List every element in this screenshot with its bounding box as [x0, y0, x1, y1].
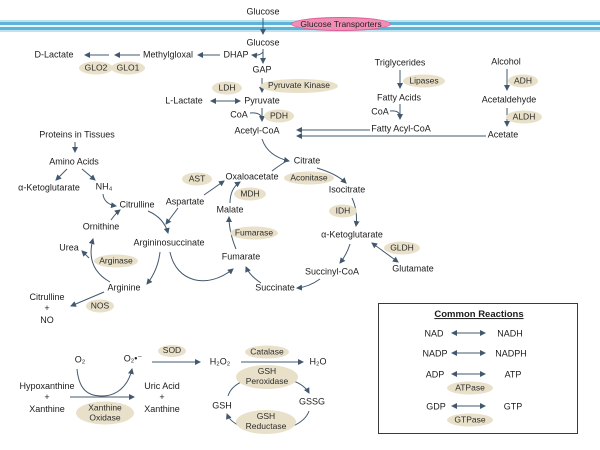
ldh-enzyme-oval: LDH	[212, 81, 242, 95]
xanthine-oxidase-enzyme-oval: Xanthine Oxidase	[76, 401, 134, 425]
water-label: H₂O	[309, 356, 327, 367]
pdh-enzyme-oval: PDH	[264, 109, 294, 123]
citrate-label: Citrate	[293, 155, 321, 166]
common-reaction-arrows	[451, 330, 486, 409]
isocitrate-label: Isocitrate	[328, 184, 366, 195]
nadph-label: NADPH	[495, 348, 527, 359]
common-reactions-title: Common Reactions	[434, 309, 524, 321]
mdh-enzyme-oval: MDH	[234, 187, 266, 201]
gldh-enzyme-oval: GLDH	[384, 241, 420, 255]
succinate-label: Succinate	[255, 282, 295, 293]
glucose-extracellular-label: Glucose	[246, 6, 280, 17]
fumarase-enzyme-oval: Fumarase	[230, 226, 278, 240]
adh-enzyme-oval: ADH	[508, 74, 538, 88]
fatty-acyl-coa-label: Fatty Acyl-CoA	[371, 123, 431, 134]
pyruvate-kinase-enzyme-oval: Pyruvate Kinase	[260, 79, 338, 93]
lipases-enzyme-oval: Lipases	[403, 74, 445, 88]
d-lactate-label: D-Lactate	[34, 49, 74, 60]
hypoxanthine-xanthine-label: Hypoxanthine + Xanthine	[19, 381, 75, 414]
glucose-transporters-oval: Glucose Transporters	[291, 17, 391, 31]
adp-label: ADP	[425, 369, 445, 380]
coa-glycolysis-label: CoA	[230, 109, 248, 120]
nos-enzyme-oval: NOS	[86, 299, 114, 313]
arginine-label: Arginine	[107, 282, 141, 293]
argininosuccinate-label: Argininosuccinate	[133, 237, 205, 248]
malate-label: Malate	[216, 204, 244, 215]
alpha-ketoglutarate-tca-label: α-Ketoglutarate	[321, 229, 383, 240]
alcohol-label: Alcohol	[491, 56, 521, 67]
atp-label: ATP	[504, 369, 522, 380]
ornithine-label: Ornithine	[82, 221, 120, 232]
pyruvate-label: Pyruvate	[244, 95, 280, 106]
aldh-enzyme-oval: ALDH	[506, 110, 542, 124]
nadh-label: NADH	[497, 328, 523, 339]
amino-acids-label: Amino Acids	[49, 156, 99, 167]
common-reactions-box: Common Reactions NAD NADH NADP NADPH ADP…	[378, 303, 578, 434]
fatty-acids-label: Fatty Acids	[376, 92, 422, 103]
urea-label: Urea	[59, 242, 79, 253]
aspartate-label: Aspartate	[165, 196, 205, 207]
gsh-label: GSH	[212, 400, 232, 411]
idh-enzyme-oval: IDH	[329, 204, 357, 218]
arginase-enzyme-oval: Arginase	[94, 254, 138, 268]
glucose-intracellular-label: Glucose	[246, 37, 280, 48]
succinyl-coa-label: Succinyl-CoA	[304, 266, 360, 277]
fumarate-label: Fumarate	[221, 251, 261, 262]
gap-label: GAP	[252, 64, 272, 75]
ammonium-label: NH₄	[95, 181, 113, 192]
acetyl-coa-label: Acetyl-CoA	[234, 125, 280, 136]
gdp-label: GDP	[426, 401, 446, 412]
coa-lipid-label: CoA	[371, 106, 389, 117]
citrulline-label: Citrulline	[119, 199, 155, 210]
alpha-ketoglutarate-left-label: α-Ketoglutarate	[18, 182, 80, 193]
l-lactate-label: L-Lactate	[165, 95, 203, 106]
glutamate-label: Glutamate	[392, 263, 434, 274]
gtp-label: GTP	[503, 401, 523, 412]
acetate-label: Acetate	[487, 129, 519, 140]
protein-arrows	[55, 142, 121, 221]
glo2-enzyme-oval: GLO2	[79, 61, 113, 75]
nadp-label: NADP	[422, 348, 448, 359]
citrulline-no-label: Citrulline + NO	[29, 292, 65, 325]
triglycerides-label: Triglycerides	[374, 57, 426, 68]
gsh-reductase-enzyme-oval: GSH Reductase	[236, 410, 296, 434]
urea-cycle-arrows	[70, 207, 234, 307]
glycolysis-arrows	[84, 18, 290, 163]
dhap-label: DHAP	[223, 49, 249, 60]
aconitase-enzyme-oval: Aconitase	[284, 171, 334, 185]
sod-enzyme-oval: SOD	[158, 345, 186, 357]
gtpase-enzyme-oval: GTPase	[447, 413, 493, 427]
nad-label: NAD	[424, 328, 444, 339]
superoxide-label: O₂•⁻	[123, 353, 143, 364]
ast-enzyme-oval: AST	[182, 172, 212, 186]
hydrogen-peroxide-label: H₂O₂	[209, 356, 231, 367]
uric-acid-xanthine-label: Uric Acid + Xanthine	[144, 381, 180, 414]
proteins-in-tissues-label: Proteins in Tissues	[39, 129, 115, 140]
oxaloacetate-label: Oxaloacetate	[225, 171, 279, 182]
methylgloxal-label: Methylgloxal	[142, 49, 194, 60]
oxygen-label: O₂	[74, 354, 86, 365]
acetaldehyde-label: Acetaldehyde	[481, 94, 537, 105]
catalase-enzyme-oval: Catalase	[245, 345, 289, 359]
ros-arrows	[70, 359, 310, 432]
glo1-enzyme-oval: GLO1	[111, 61, 145, 75]
gssg-label: GSSG	[298, 396, 326, 407]
atpase-enzyme-oval: ATPase	[447, 381, 493, 395]
gsh-peroxidase-enzyme-oval: GSH Peroxidase	[236, 365, 298, 389]
lipid-alcohol-arrows	[296, 69, 510, 139]
